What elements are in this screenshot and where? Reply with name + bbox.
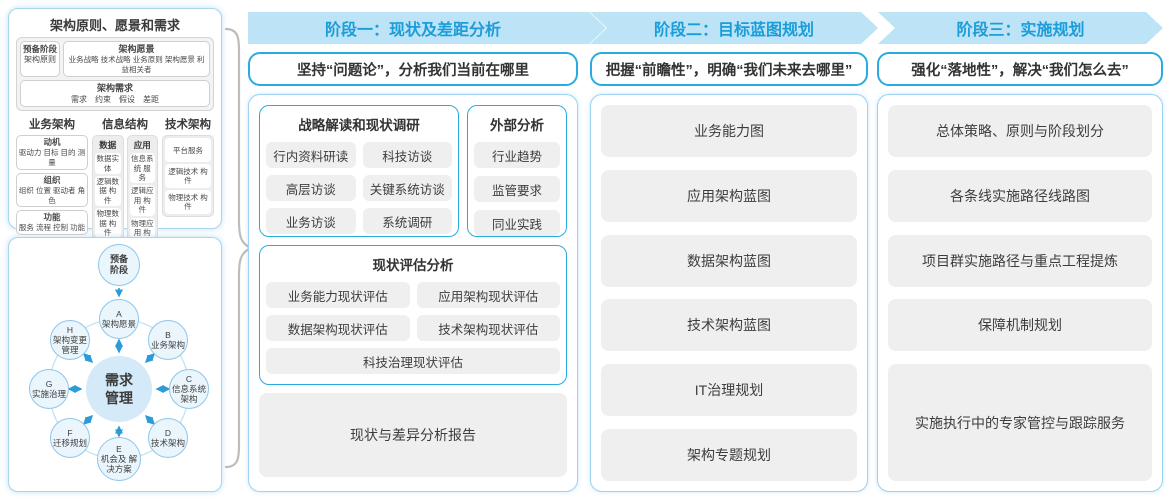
phase1-title: 阶段一：现状及差距分析	[324, 22, 501, 39]
requirements-box: 架构需求 需求 约束 假设 差距	[20, 80, 210, 108]
organization-box: 组织 组织 位置 驱动者 角色	[16, 172, 88, 208]
phase3-band: 阶段三：实施规划	[878, 12, 1163, 44]
business-architecture-title: 业务架构	[29, 119, 75, 132]
phase1-band: 阶段一：现状及差距分析	[248, 12, 606, 44]
phase2-band: 阶段二：目标蓝图规划	[590, 12, 878, 44]
technology-group: 平台服务 逻辑技术 构件 物理技术 构件	[162, 135, 214, 218]
principles-group: 预备阶段 架构原则 架构愿景 业务战略 技术战略 业务原则 架构愿景 利益相关者…	[16, 37, 214, 112]
motivation-box: 动机 驱动力 目标 目的 测量	[16, 135, 88, 170]
adm-prep-circle: 预备阶段	[98, 244, 140, 286]
prep-phase-sub: 架构原则	[24, 55, 56, 65]
strategy-item: 科技访谈	[362, 142, 452, 168]
phase2-item: 架构专题规划	[601, 428, 857, 481]
tech-item: 物理技术 构件	[165, 190, 211, 215]
assessment-box: 现状评估分析 业务能力现状评估 应用架构现状评估 数据架构现状评估 技术架构现状…	[259, 245, 567, 385]
information-structure-column: 信息结构 数据 数据实体 逻辑数据 构件 物理数据 构件 应用 信息系统 服务 …	[92, 116, 158, 251]
strategy-item: 高层访谈	[266, 175, 356, 201]
data-group: 数据 数据实体 逻辑数据 构件 物理数据 构件	[92, 135, 124, 251]
phase3-slogan: 强化“落地性”，解决“我们怎么去”	[877, 52, 1163, 86]
assessment-item: 技术架构现状评估	[416, 315, 560, 341]
phase1-slogan: 坚持“问题论”，分析我们当前在哪里	[248, 52, 578, 86]
external-item: 行业趋势	[474, 142, 560, 168]
phase2-title: 阶段二：目标蓝图规划	[653, 22, 814, 39]
strategy-research-box: 战略解读和现状调研 行内资料研读 科技访谈 高层访谈 关键系统访谈 业务访谈 系…	[259, 105, 459, 237]
phase2-item: 技术架构蓝图	[601, 299, 857, 352]
phase3-column: 总体策略、原则与阶段划分 各条线实施路径线路图 项目群实施路径与重点工程提炼 保…	[877, 94, 1163, 492]
app-item: 信息系统 服务	[129, 153, 155, 184]
tech-item: 逻辑技术 构件	[165, 164, 211, 189]
requirements-title: 架构需求	[96, 83, 133, 94]
phase3-item: 项目群实施路径与重点工程提炼	[888, 234, 1152, 287]
architecture-content-panel: 架构原则、愿景和需求 预备阶段 架构原则 架构愿景 业务战略 技术战略 业务原则…	[8, 8, 222, 295]
assessment-item: 应用架构现状评估	[416, 282, 560, 308]
gap-analysis-report-box: 现状与差异分析报告	[259, 393, 567, 477]
phase3-item: 保障机制规划	[888, 299, 1152, 352]
strategy-item: 关键系统访谈	[362, 175, 452, 201]
external-item: 监管要求	[474, 176, 560, 202]
data-item: 物理数据 构件	[95, 208, 121, 239]
prep-phase-box: 预备阶段 架构原则	[20, 41, 60, 78]
phase3-item: 实施执行中的专家管控与跟踪服务	[888, 364, 1152, 481]
application-group: 应用 信息系统 服务 逻辑应用 构件 物理应用 构件	[126, 135, 158, 251]
phase2-item: 业务能力图	[601, 105, 857, 157]
vision-title: 架构愿景	[118, 44, 155, 54]
app-item: 逻辑应用 构件	[129, 185, 155, 216]
strategy-item: 系统调研	[362, 208, 452, 234]
technology-architecture-title: 技术架构	[165, 119, 211, 132]
vision-box: 架构愿景 业务战略 技术战略 业务原则 架构愿景 利益相关者	[63, 41, 210, 78]
technology-architecture-column: 技术架构 平台服务 逻辑技术 构件 物理技术 构件	[162, 116, 214, 250]
function-box: 功能 服务 流程 控制 功能	[16, 210, 88, 236]
assessment-item: 数据架构现状评估	[266, 315, 410, 341]
external-analysis-box: 外部分析 行业趋势 监管要求 同业实践	[467, 105, 567, 237]
assessment-item: 科技治理现状评估	[266, 348, 560, 374]
information-structure-title: 信息结构	[102, 119, 148, 132]
vision-items: 业务战略 技术战略 业务原则 架构愿景 利益相关者	[68, 55, 205, 75]
phase2-item: IT治理规划	[601, 364, 857, 417]
phase2-column: 业务能力图 应用架构蓝图 数据架构蓝图 技术架构蓝图 IT治理规划 架构专题规划	[590, 94, 868, 492]
strategy-item: 业务访谈	[266, 208, 356, 234]
tech-item: 平台服务	[165, 138, 211, 163]
requirements-items: 需求 约束 假设 差距	[71, 94, 159, 104]
assessment-item: 业务能力现状评估	[266, 282, 410, 308]
phase3-title: 阶段三：实施规划	[956, 22, 1085, 39]
data-item: 数据实体	[95, 153, 121, 175]
phase1-column: 战略解读和现状调研 行内资料研读 科技访谈 高层访谈 关键系统访谈 业务访谈 系…	[248, 94, 578, 492]
panel-title: 架构原则、愿景和需求	[49, 18, 180, 33]
external-item: 同业实践	[474, 210, 560, 236]
phase2-item: 应用架构蓝图	[601, 169, 857, 222]
phase3-item: 总体策略、原则与阶段划分	[888, 105, 1152, 157]
data-item: 逻辑数据 构件	[95, 176, 121, 207]
business-architecture-column: 业务架构 动机 驱动力 目标 目的 测量 组织 组织 位置 驱动者 角色 功能 …	[16, 116, 88, 250]
adm-center-circle: 需求管理	[86, 356, 152, 422]
strategy-item: 行内资料研读	[266, 142, 356, 168]
prep-phase-title: 预备阶段	[22, 44, 57, 54]
phase2-item: 数据架构蓝图	[601, 234, 857, 287]
phase2-slogan: 把握“前瞻性”，明确“我们未来去哪里”	[590, 52, 868, 86]
phase3-item: 各条线实施路径线路图	[888, 169, 1152, 222]
